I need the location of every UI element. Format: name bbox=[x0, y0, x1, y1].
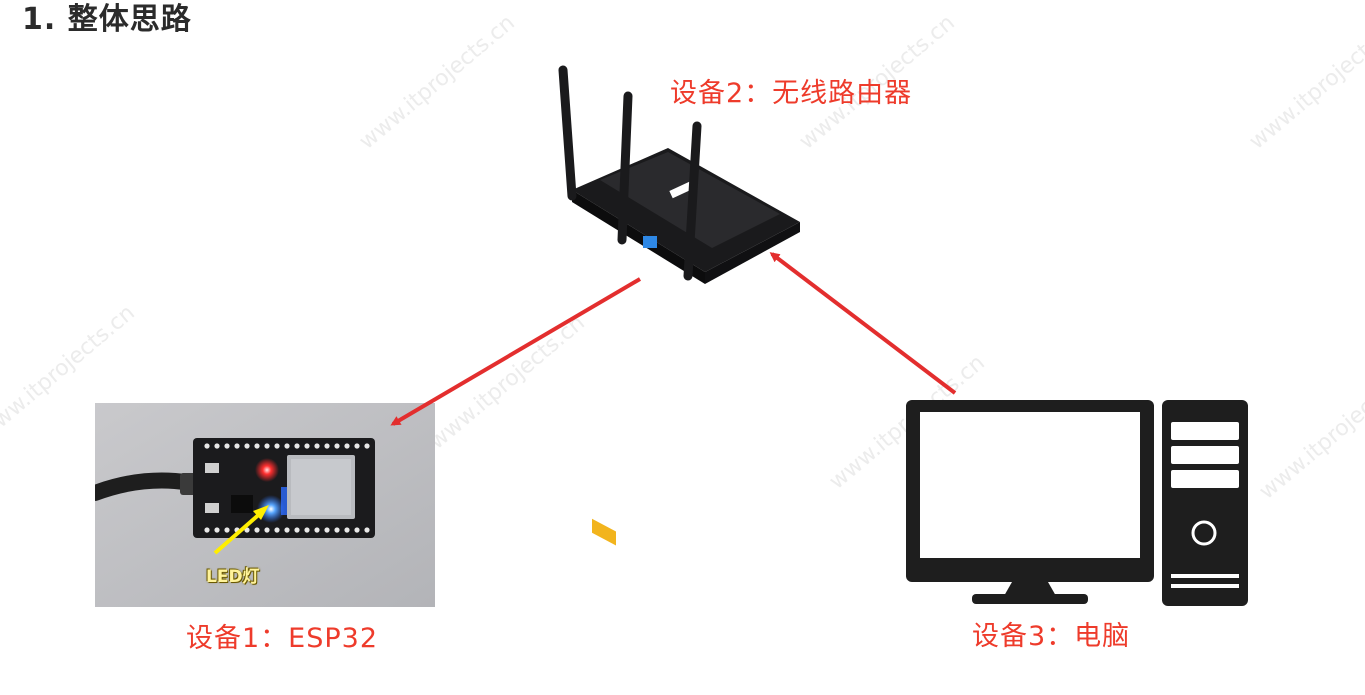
router-label: 设备2：无线路由器 bbox=[670, 78, 913, 109]
esp32-photo bbox=[95, 403, 435, 607]
esp32-board-image bbox=[95, 403, 435, 607]
arrow-computer-to-router bbox=[769, 252, 957, 395]
led-label: LED灯 bbox=[206, 567, 260, 587]
watermark: www.itprojects.cn bbox=[824, 350, 990, 495]
page-title: 1. 整体思路 bbox=[22, 2, 192, 37]
watermark: www.itprojects.cn bbox=[1254, 360, 1365, 505]
watermark: www.itprojects.cn bbox=[354, 10, 520, 155]
computer-icon bbox=[906, 400, 1248, 606]
watermark: www.itprojects.cn bbox=[424, 310, 590, 455]
watermark: www.itprojects.cn bbox=[1244, 10, 1365, 155]
router-icon bbox=[558, 65, 800, 546]
computer-label: 设备3：电脑 bbox=[972, 621, 1131, 652]
esp32-label: 设备1：ESP32 bbox=[186, 623, 379, 654]
